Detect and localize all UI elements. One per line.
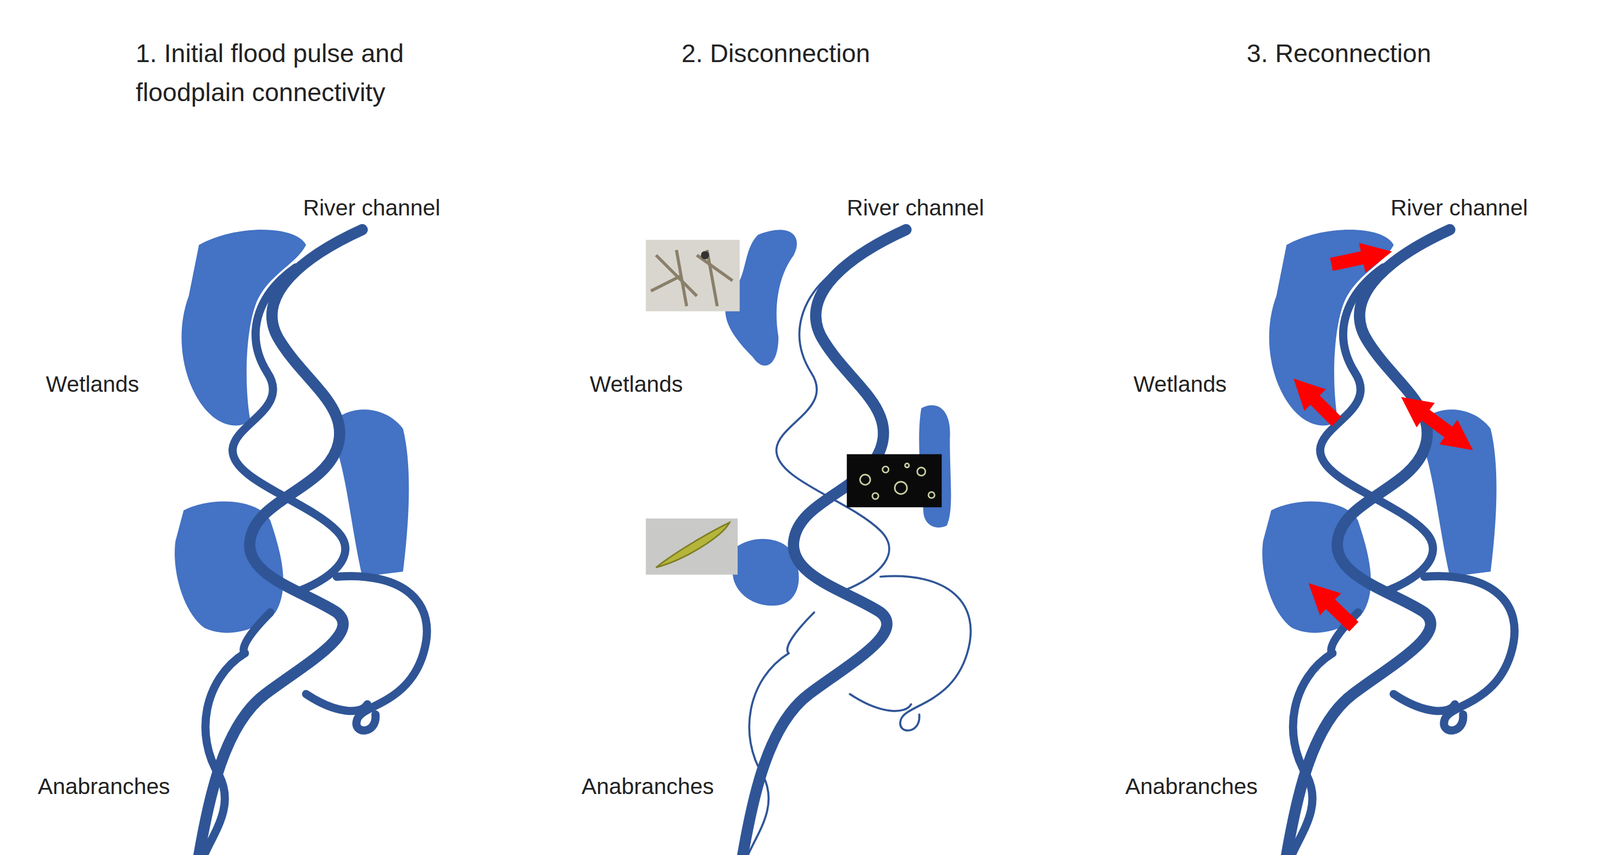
anabranch-lines (748, 267, 972, 855)
micrograph-inset (645, 518, 738, 575)
panel-1-illustration (174, 229, 427, 855)
panel-2-illustration (645, 229, 972, 855)
wetland-shapes (1262, 229, 1497, 633)
anabranch-label: Anabranches (1125, 773, 1258, 800)
channel-label: River channel (846, 194, 985, 222)
river-channel-line (1286, 229, 1450, 855)
wetland-label: Wetlands (46, 371, 140, 398)
panel-title: 3. Reconnection (1246, 33, 1574, 73)
exchange-arrow (1423, 413, 1451, 434)
panel-title: 1. Initial flood pulse and floodplain co… (135, 33, 473, 111)
anabranch-lines (1291, 267, 1515, 855)
panel-3-illustration (1262, 229, 1515, 855)
channel-label: River channel (303, 194, 441, 222)
river-channel-line (198, 229, 362, 855)
anabranch-label: Anabranches (37, 773, 171, 800)
river-channel-line (742, 229, 906, 855)
wetland-shapes (725, 229, 952, 606)
exchange-arrow (1328, 601, 1354, 627)
exchange-arrows (1313, 257, 1452, 627)
anabranch-lines (204, 267, 428, 855)
micrograph-inset (645, 240, 740, 312)
micrograph-inset (846, 454, 942, 508)
wetland-label: Wetlands (1133, 371, 1228, 398)
wetland-label: Wetlands (589, 371, 684, 398)
exchange-arrow (1313, 397, 1337, 422)
wetland-shapes (174, 229, 409, 633)
panel-title: 2. Disconnection (681, 33, 1008, 73)
anabranch-label: Anabranches (581, 773, 715, 800)
exchange-arrow (1331, 257, 1365, 265)
channel-label: River channel (1390, 194, 1529, 222)
